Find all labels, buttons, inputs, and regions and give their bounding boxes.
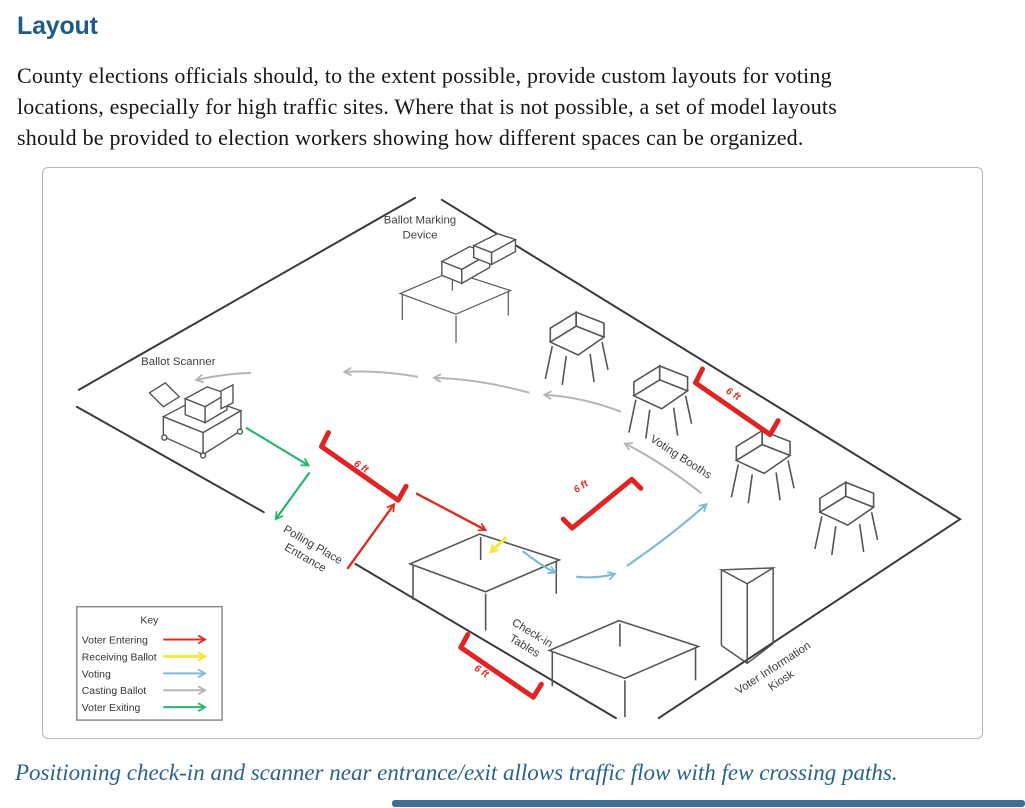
body-line: should be provided to election workers s… bbox=[17, 125, 804, 150]
body-line: locations, especially for high traffic s… bbox=[17, 94, 837, 119]
body-line: County elections officials should, to th… bbox=[17, 63, 832, 88]
key-title: Key bbox=[140, 616, 159, 627]
page-title: Layout bbox=[17, 12, 98, 40]
ballot-scanner: Ballot Scanner bbox=[141, 356, 244, 459]
six-ft-bracket bbox=[560, 476, 644, 531]
voting-path bbox=[521, 503, 708, 581]
ballot-marking-device-label: Ballot Marking bbox=[384, 215, 456, 227]
key-entry-label: Receiving Ballot bbox=[82, 652, 157, 663]
key-entry-label: Voter Entering bbox=[82, 635, 148, 646]
key-entry-label: Voter Exiting bbox=[82, 703, 141, 714]
check-in-table bbox=[548, 619, 700, 718]
voting-booth bbox=[628, 365, 693, 440]
key-entry-label: Casting Ballot bbox=[82, 686, 146, 697]
horizontal-scrollbar-thumb[interactable] bbox=[392, 800, 1025, 807]
voting-booth bbox=[544, 311, 609, 386]
receiving-ballot-arrow bbox=[489, 535, 508, 554]
body-paragraph: County elections officials should, to th… bbox=[17, 60, 837, 153]
room-outline bbox=[75, 196, 962, 720]
voter-entering-path bbox=[346, 492, 488, 570]
svg-text:Device: Device bbox=[403, 230, 438, 242]
ballot-scanner-label: Ballot Scanner bbox=[141, 356, 215, 368]
ballot-marking-device: Ballot Marking Device bbox=[384, 215, 518, 344]
six-ft-label: 6 ft bbox=[352, 458, 371, 476]
figure-caption: Positioning check-in and scanner near en… bbox=[15, 760, 898, 785]
voting-booths-label: Voting Booths bbox=[648, 433, 714, 482]
polling-place-entrance: Polling Place Entrance bbox=[281, 524, 344, 575]
six-ft-bracket bbox=[693, 366, 781, 438]
voting-booth bbox=[814, 481, 879, 556]
distance-brackets bbox=[319, 366, 781, 700]
voting-booths: Voting Booths bbox=[544, 311, 879, 556]
voter-information-kiosk: Voter Information Kiosk bbox=[718, 567, 813, 697]
six-ft-label: 6 ft bbox=[572, 478, 591, 496]
polling-place-layout-diagram: Ballot Marking Device B bbox=[75, 196, 962, 721]
voting-booth bbox=[730, 429, 795, 505]
six-ft-bracket bbox=[319, 430, 409, 503]
key-box: Key Voter Entering Receiving Ballot Voti… bbox=[76, 605, 223, 721]
layout-diagram-panel: Ballot Marking Device B bbox=[42, 167, 983, 739]
six-ft-bracket bbox=[458, 632, 544, 700]
check-in-table bbox=[409, 533, 561, 632]
six-ft-label: 6 ft bbox=[724, 386, 743, 404]
check-in-tables: Check-in Tables bbox=[409, 533, 700, 718]
key-entry-label: Voting bbox=[82, 669, 111, 680]
casting-ballot-path bbox=[194, 366, 703, 495]
voter-exiting-path bbox=[245, 426, 311, 521]
